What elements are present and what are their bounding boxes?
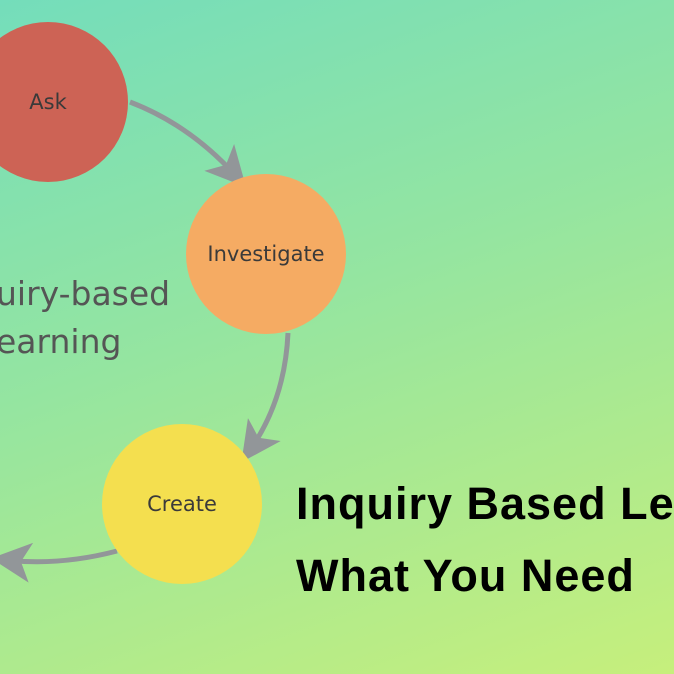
step-create: Create xyxy=(102,424,262,584)
step-ask: Ask xyxy=(0,22,128,182)
step-investigate: Investigate xyxy=(186,174,346,334)
arrow-create-to-next xyxy=(0,542,118,583)
cycle-center-label-line1: uiry-based xyxy=(0,274,171,313)
headline-line1: Inquiry Based Le xyxy=(296,478,674,529)
headline-line2: What You Need xyxy=(296,550,635,601)
arrow-investigate-to-create xyxy=(241,332,291,463)
step-ask-label: Ask xyxy=(29,90,67,114)
arrow-ask-to-investigate xyxy=(129,99,247,188)
cycle-center-label-line2: earning xyxy=(0,322,122,361)
step-create-label: Create xyxy=(147,492,217,516)
step-investigate-label: Investigate xyxy=(207,242,325,266)
